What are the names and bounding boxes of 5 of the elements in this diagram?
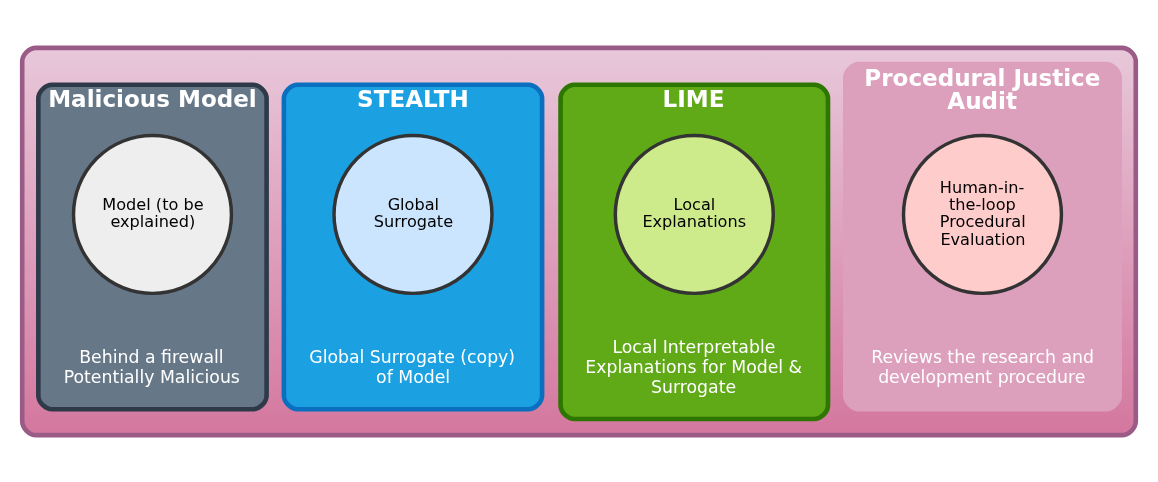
node-circle: Global Surrogate [332, 133, 494, 295]
node-circle: Model (to be explained) [71, 133, 234, 295]
cluster [19, 45, 1139, 437]
node-circle: Local Explanations [613, 133, 775, 295]
node-circle: Human-in-the-loop Procedural Evaluation [901, 133, 1064, 295]
